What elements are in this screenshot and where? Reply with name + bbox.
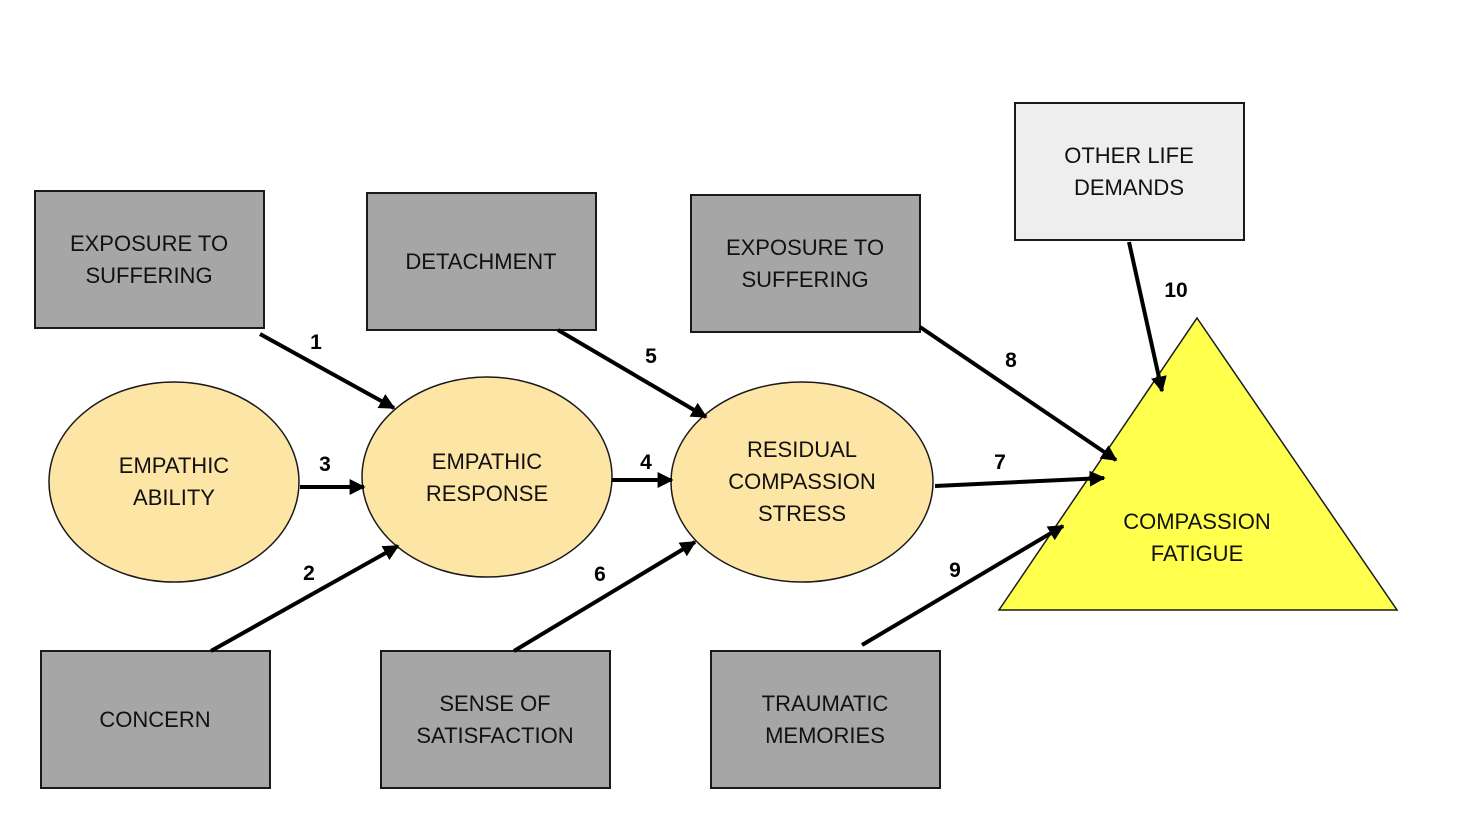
node-compassion-fatigue: COMPASSION FATIGUE xyxy=(997,316,1399,611)
edge-5-arrow xyxy=(556,328,708,419)
edge-9-label: 9 xyxy=(949,559,961,582)
node-label-line: MEMORIES xyxy=(765,723,885,748)
node-label-line: STRESS xyxy=(758,501,846,526)
node-traumatic-memories: TRAUMATIC MEMORIES xyxy=(710,650,941,789)
node-label-line: SENSE OF xyxy=(439,691,550,716)
node-other-life-demands: OTHER LIFE DEMANDS xyxy=(1014,102,1245,241)
edge-6-label: 6 xyxy=(594,563,606,586)
node-detachment: DETACHMENT xyxy=(366,192,597,331)
edge-10-arrow xyxy=(1127,241,1167,393)
node-label-line: EMPATHIC xyxy=(119,453,230,478)
node-label-line: EXPOSURE TO xyxy=(726,235,884,260)
node-sense-of-satisfaction: SENSE OF SATISFACTION xyxy=(380,650,611,789)
node-label-line: RESPONSE xyxy=(426,481,548,506)
edge-1-label: 1 xyxy=(310,331,322,354)
edge-2-label: 2 xyxy=(303,562,315,585)
edge-7-label: 7 xyxy=(994,451,1006,474)
edge-8-arrow xyxy=(918,325,1118,462)
node-label-line: OTHER LIFE xyxy=(1064,143,1194,168)
node-label-line: CONCERN xyxy=(99,707,210,732)
node-residual-compassion-stress: RESIDUAL COMPASSION STRESS xyxy=(670,381,934,583)
node-concern: CONCERN xyxy=(40,650,271,789)
node-label-line: EXPOSURE TO xyxy=(70,231,228,256)
node-empathic-ability: EMPATHIC ABILITY xyxy=(48,381,300,583)
node-empathic-response: EMPATHIC RESPONSE xyxy=(361,376,613,578)
node-label-line: COMPASSION xyxy=(728,469,876,494)
node-label-line: EMPATHIC xyxy=(432,449,543,474)
edge-2-arrow xyxy=(210,544,400,653)
edge-1-arrow xyxy=(259,332,396,410)
node-label-line: SUFFERING xyxy=(85,263,212,288)
edge-4-label: 4 xyxy=(640,451,652,474)
node-label-line: DETACHMENT xyxy=(405,249,556,274)
edge-9-arrow xyxy=(860,524,1065,647)
edge-3-label: 3 xyxy=(319,453,331,476)
node-label-line: SUFFERING xyxy=(741,267,868,292)
node-label-line: SATISFACTION xyxy=(416,723,573,748)
edge-5-label: 5 xyxy=(645,345,657,368)
edge-7-arrow xyxy=(934,470,1106,488)
node-label-line: COMPASSION xyxy=(1123,509,1271,534)
node-exposure-to-suffering-2: EXPOSURE TO SUFFERING xyxy=(690,194,921,333)
node-label-line: RESIDUAL xyxy=(747,437,857,462)
node-exposure-to-suffering-1: EXPOSURE TO SUFFERING xyxy=(34,190,265,329)
edge-10-label: 10 xyxy=(1164,279,1187,302)
node-label-line: TRAUMATIC xyxy=(762,691,889,716)
node-label-line: ABILITY xyxy=(133,485,215,510)
node-label-line: DEMANDS xyxy=(1074,175,1184,200)
edge-8-label: 8 xyxy=(1005,349,1017,372)
node-label-line: FATIGUE xyxy=(1151,541,1244,566)
edge-6-arrow xyxy=(512,540,697,653)
